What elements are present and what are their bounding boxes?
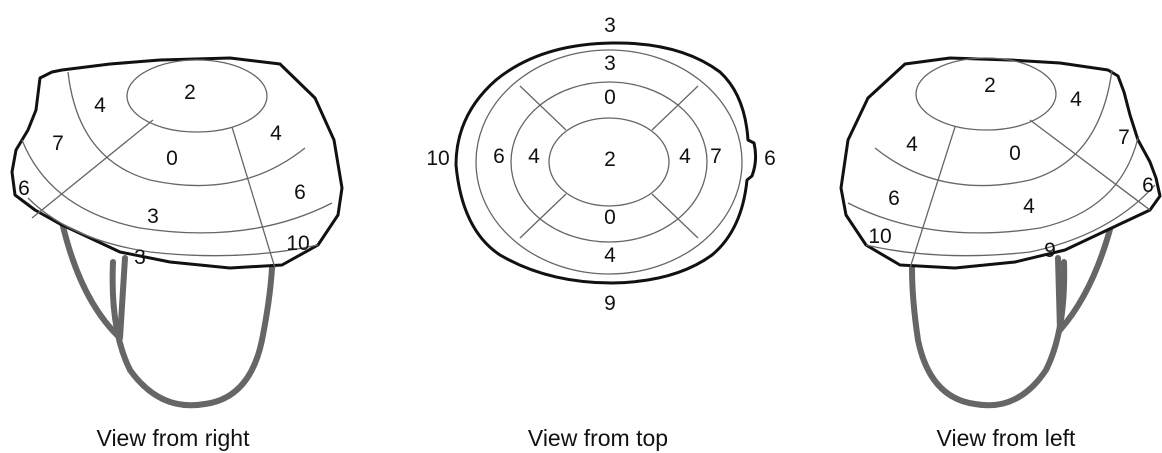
top-view-label-ring-left: 4 bbox=[528, 145, 540, 168]
top-view-label-center: 2 bbox=[604, 148, 616, 171]
left-view-label-upper-right: 4 bbox=[1070, 88, 1082, 111]
left-view-label-upper-left: 4 bbox=[906, 133, 918, 156]
top-view-label-inner-right: 7 bbox=[710, 145, 722, 168]
right-view-chin-strap bbox=[113, 262, 272, 405]
top-view-label-outer-right: 6 bbox=[764, 147, 776, 170]
top-view-label-ring-right: 4 bbox=[679, 145, 691, 168]
left-view-label-center: 0 bbox=[1009, 142, 1021, 165]
top-view-label-outer-left: 10 bbox=[426, 147, 449, 170]
view-from-left: 2 4 4 0 7 6 6 4 10 9 View from left bbox=[841, 58, 1160, 451]
top-view-label-ring-bottom: 0 bbox=[604, 206, 616, 229]
right-view-label-lower-right: 10 bbox=[286, 232, 309, 255]
right-view-label-center: 0 bbox=[166, 147, 178, 170]
top-view-label-inner-top: 3 bbox=[604, 52, 616, 75]
right-view-label-mid-left: 7 bbox=[52, 132, 64, 155]
left-view-label-far-right: 6 bbox=[1142, 174, 1154, 197]
top-view-label-outer-bottom: 9 bbox=[604, 292, 616, 315]
top-view-caption: View from top bbox=[528, 425, 668, 451]
right-view-label-mid-right: 6 bbox=[294, 181, 306, 204]
left-view-caption: View from left bbox=[937, 425, 1077, 451]
left-view-label-bottom: 9 bbox=[1044, 239, 1056, 262]
right-view-label-far-left: 6 bbox=[18, 177, 30, 200]
top-view-label-inner-left: 6 bbox=[493, 145, 505, 168]
right-view-label-top: 2 bbox=[184, 81, 196, 104]
top-view-label-outer-top: 3 bbox=[604, 14, 616, 37]
right-view-label-bottom: 3 bbox=[134, 246, 146, 269]
view-from-right: 2 4 4 7 0 6 6 3 10 3 View from right bbox=[12, 58, 342, 451]
top-view-label-inner-bottom: 4 bbox=[604, 244, 616, 267]
left-view-label-mid-left: 6 bbox=[888, 187, 900, 210]
top-view-label-ring-top: 0 bbox=[604, 86, 616, 109]
right-view-caption: View from right bbox=[97, 425, 251, 451]
view-from-top: 3 3 0 10 6 4 2 4 7 6 0 4 9 View from top bbox=[426, 14, 776, 451]
right-view-label-upper-left: 4 bbox=[94, 94, 106, 117]
left-view-chin-strap bbox=[912, 262, 1064, 405]
right-view-label-upper-right: 4 bbox=[270, 122, 282, 145]
left-view-label-lower-left: 10 bbox=[868, 225, 891, 248]
right-view-label-lower-center: 3 bbox=[147, 205, 159, 228]
left-view-label-top: 2 bbox=[984, 74, 996, 97]
left-view-label-lower-center: 4 bbox=[1023, 195, 1035, 218]
left-view-label-mid-right: 7 bbox=[1118, 126, 1130, 149]
